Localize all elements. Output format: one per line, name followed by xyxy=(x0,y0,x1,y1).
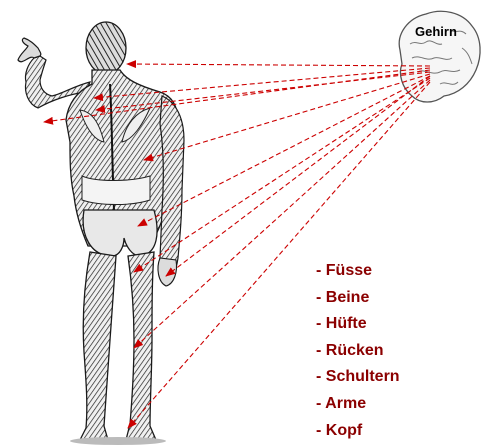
arrow-to-head xyxy=(127,64,430,66)
human-figure-icon xyxy=(18,22,184,445)
figure-shadow xyxy=(70,437,166,445)
list-item-feet: - Füsse xyxy=(316,258,400,285)
figure-hips xyxy=(83,210,157,256)
list-item-legs: - Beine xyxy=(316,285,400,312)
list-item-back: - Rücken xyxy=(316,338,400,365)
figure-head xyxy=(86,22,126,74)
arrow-to-back xyxy=(144,74,430,160)
figure-left-leg xyxy=(80,252,116,440)
body-region-list: - Füsse - Beine - Hüfte - Rücken - Schul… xyxy=(316,258,400,444)
list-item-shoulders: - Schultern xyxy=(316,364,400,391)
figure-right-hand xyxy=(158,258,177,286)
figure-hanging-arm xyxy=(159,96,184,282)
list-item-arms: - Arme xyxy=(316,391,400,418)
figure-lower-back xyxy=(82,176,150,205)
figure-right-leg xyxy=(126,252,156,440)
brain-label: Gehirn xyxy=(415,24,457,39)
list-item-head: - Kopf xyxy=(316,418,400,445)
arrow-to-hanging-arm xyxy=(166,76,430,276)
list-item-hip: - Hüfte xyxy=(316,311,400,338)
